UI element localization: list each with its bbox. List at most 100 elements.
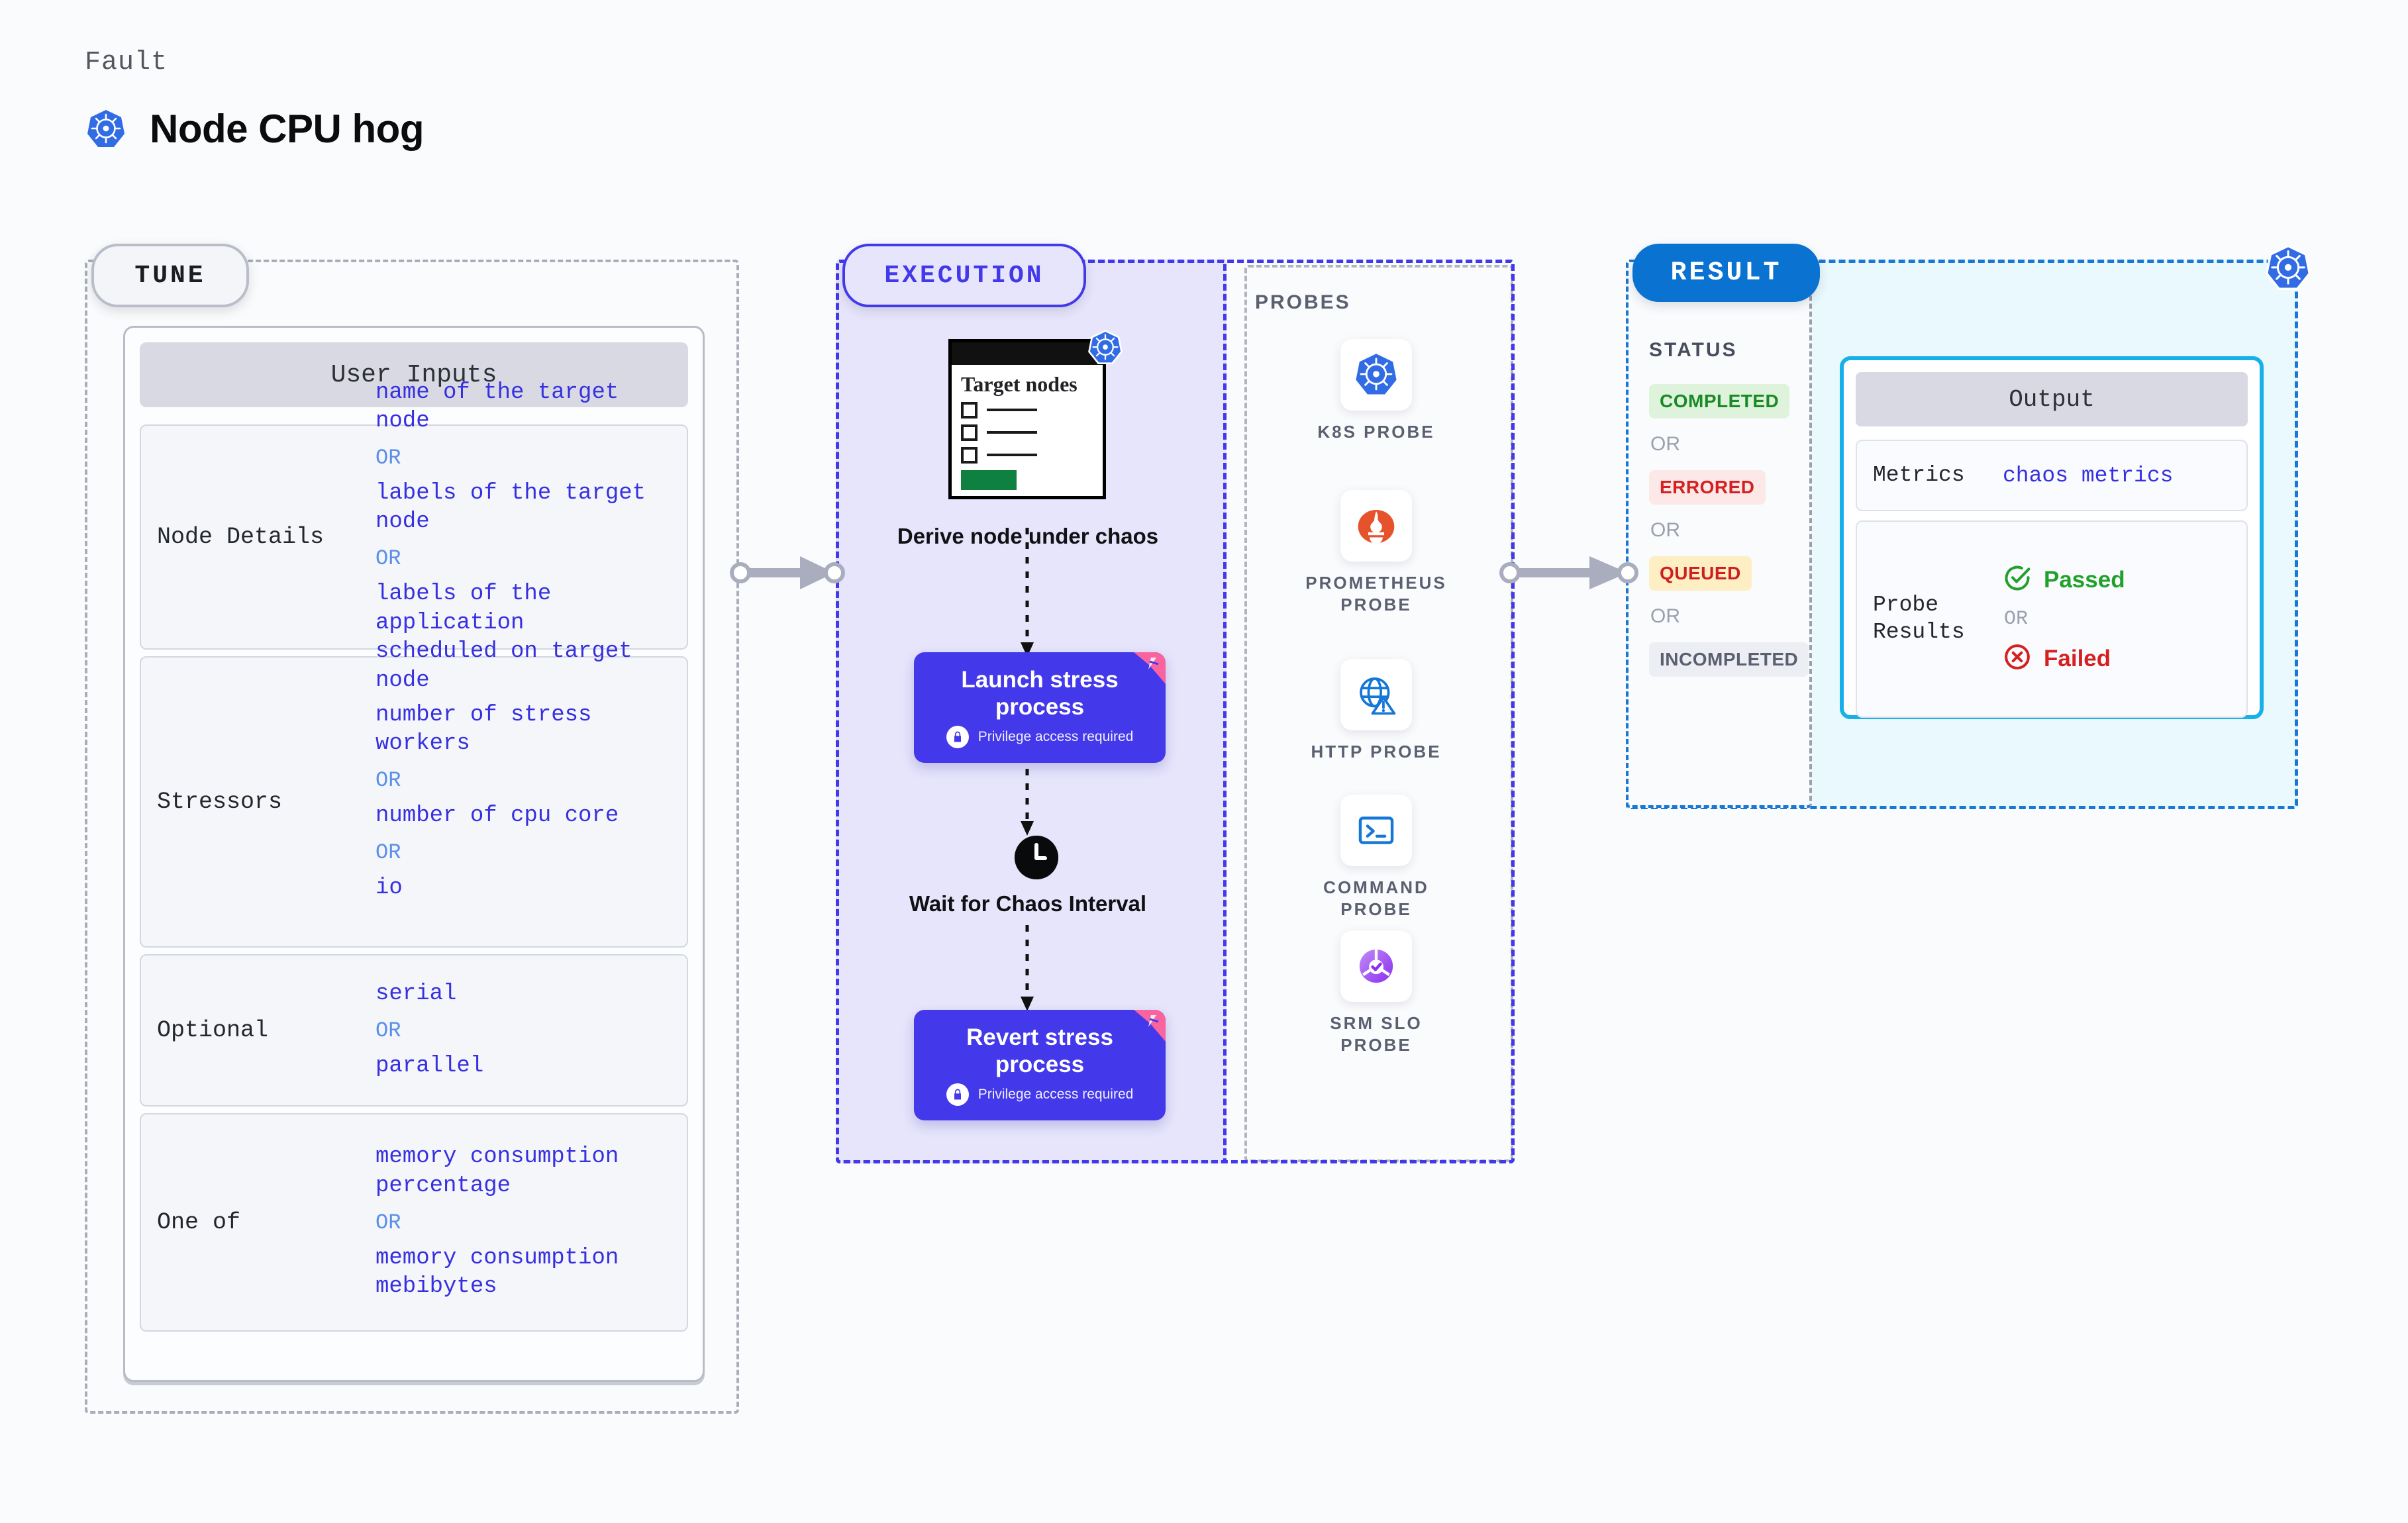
page-title: Node CPU hog bbox=[150, 107, 424, 151]
tune-row-label: Stressors bbox=[157, 789, 283, 815]
privilege-note: Privilege access required bbox=[978, 1087, 1134, 1103]
x-circle-icon bbox=[2003, 642, 2032, 675]
tune-panel bbox=[85, 260, 739, 1414]
check-circle-icon bbox=[2003, 564, 2032, 596]
status-title: STATUS bbox=[1649, 339, 1738, 361]
tune-row-value: memory consumption percentage bbox=[376, 1144, 619, 1199]
or-separator: OR bbox=[376, 840, 401, 865]
tune-row-node-details: Node Details name of the target node OR … bbox=[140, 380, 688, 693]
tune-row-value: name of the target node bbox=[376, 379, 619, 434]
result-pill[interactable]: RESULT bbox=[1632, 244, 1820, 302]
line-placeholder bbox=[987, 409, 1037, 412]
kubernetes-icon bbox=[1340, 339, 1412, 411]
tune-row-value: memory consumption mebibytes bbox=[376, 1245, 619, 1300]
probe-item-prometheus[interactable]: PROMETHEUS PROBE bbox=[1297, 490, 1456, 616]
clock-icon bbox=[1015, 836, 1058, 879]
status-badge-completed: COMPLETED bbox=[1649, 384, 1790, 418]
output-card: Output Metrics chaos metrics Probe Resul… bbox=[1840, 356, 2264, 719]
probe-item-http[interactable]: HTTP PROBE bbox=[1297, 659, 1456, 763]
tune-row-stressors: Stressors number of stress workers OR nu… bbox=[140, 656, 688, 948]
probe-label: PROMETHEUS PROBE bbox=[1305, 573, 1447, 615]
wait-for-chaos-caption: Wait for Chaos Interval bbox=[909, 891, 1147, 916]
checkbox-icon bbox=[961, 424, 978, 441]
or-separator: OR bbox=[376, 1018, 401, 1043]
srm-slo-icon bbox=[1340, 930, 1412, 1002]
probe-label: HTTP PROBE bbox=[1311, 742, 1442, 762]
tune-row-value: labels of the application scheduled on t… bbox=[376, 581, 632, 693]
kubernetes-icon bbox=[2264, 244, 2313, 296]
tune-row-label: Optional bbox=[157, 1017, 269, 1044]
failed-label: Failed bbox=[2044, 645, 2111, 671]
user-inputs-card: User Inputs Node Details name of the tar… bbox=[123, 326, 705, 1382]
card-titlebar bbox=[952, 342, 1103, 365]
probe-label: K8S PROBE bbox=[1317, 422, 1435, 442]
output-row-label: Probe Results bbox=[1873, 593, 1965, 644]
or-separator: OR bbox=[1650, 605, 1680, 627]
output-card-title: Output bbox=[1856, 372, 2248, 426]
launch-stress-process-card[interactable]: Launch stress process Privilege access r… bbox=[914, 652, 1166, 763]
privilege-note: Privilege access required bbox=[978, 729, 1134, 745]
checklist-item bbox=[961, 401, 1103, 418]
output-row-metrics: Metrics chaos metrics bbox=[1856, 440, 2248, 511]
probe-item-command[interactable]: COMMAND PROBE bbox=[1297, 795, 1456, 921]
status-badge-incompleted: INCOMPLETED bbox=[1649, 642, 1809, 677]
checklist-item bbox=[961, 446, 1103, 464]
derive-node-card: Target nodes bbox=[948, 339, 1106, 499]
revert-stress-process-card[interactable]: Revert stress process Privilege access r… bbox=[914, 1010, 1166, 1121]
probe-result-failed: Failed bbox=[2003, 642, 2231, 675]
result-status-panel bbox=[1626, 260, 1812, 808]
or-separator: OR bbox=[1650, 433, 1680, 455]
or-separator: OR bbox=[1650, 519, 1680, 541]
status-list: COMPLETED OR ERRORED OR QUEUED OR INCOMP… bbox=[1649, 384, 1809, 677]
probe-result-passed: Passed bbox=[2003, 564, 2231, 596]
chaos-metrics-link[interactable]: chaos metrics bbox=[2003, 463, 2174, 488]
tune-row-value: parallel bbox=[376, 1053, 484, 1079]
or-separator: OR bbox=[376, 445, 401, 470]
green-bar-indicator bbox=[961, 469, 1017, 490]
execution-pill[interactable]: EXECUTION bbox=[842, 244, 1086, 307]
fault-eyebrow-label: Fault bbox=[85, 48, 168, 77]
terminal-icon bbox=[1340, 795, 1412, 866]
kubernetes-icon bbox=[1087, 329, 1124, 369]
checkbox-icon bbox=[961, 401, 978, 418]
tune-row-label: One of bbox=[157, 1209, 241, 1236]
line-placeholder bbox=[987, 454, 1037, 457]
tune-row-value: number of stress workers bbox=[376, 702, 592, 757]
line-placeholder bbox=[987, 431, 1037, 434]
privilege-note-row: Privilege access required bbox=[914, 723, 1166, 763]
tune-pill[interactable]: TUNE bbox=[91, 244, 249, 307]
tune-row-value: serial bbox=[376, 981, 457, 1007]
probe-label: SRM SLO PROBE bbox=[1330, 1013, 1423, 1056]
checklist-item bbox=[961, 424, 1103, 441]
litmus-ribbon-icon bbox=[1134, 1010, 1166, 1042]
probe-item-srm-slo[interactable]: SRM SLO PROBE bbox=[1297, 930, 1456, 1057]
tune-row-optional: Optional serial OR parallel bbox=[140, 954, 688, 1106]
user-inputs-title: User Inputs bbox=[140, 342, 688, 407]
target-nodes-heading: Target nodes bbox=[961, 372, 1078, 396]
derive-node-caption: Derive node under chaos bbox=[897, 524, 1159, 548]
output-row-probe-results: Probe Results Passed OR bbox=[1856, 520, 2248, 718]
output-row-label: Metrics bbox=[1873, 462, 1965, 487]
globe-warning-icon bbox=[1340, 659, 1412, 730]
privilege-note-row: Privilege access required bbox=[914, 1081, 1166, 1120]
card-title: Launch stress process bbox=[961, 667, 1119, 720]
tune-row-value: labels of the target node bbox=[376, 480, 646, 535]
probe-item-k8s[interactable]: K8S PROBE bbox=[1297, 339, 1456, 443]
status-badge-errored: ERRORED bbox=[1649, 470, 1766, 505]
checkbox-icon bbox=[961, 446, 978, 464]
tune-row-label: Node Details bbox=[157, 524, 325, 550]
or-separator: OR bbox=[376, 768, 401, 793]
tune-row-value: io bbox=[376, 875, 403, 901]
connector-tune-to-execution bbox=[730, 556, 845, 589]
or-separator: OR bbox=[376, 1210, 401, 1235]
litmus-ribbon-icon bbox=[1134, 652, 1166, 684]
tune-row-one-of: One of memory consumption percentage OR … bbox=[140, 1113, 688, 1332]
or-separator: OR bbox=[376, 546, 401, 571]
lock-icon bbox=[946, 726, 969, 749]
status-badge-queued: QUEUED bbox=[1649, 556, 1752, 591]
card-title: Revert stress process bbox=[966, 1024, 1113, 1077]
tune-row-value: number of cpu core bbox=[376, 803, 619, 828]
connector-execution-to-result bbox=[1499, 556, 1638, 589]
or-separator: OR bbox=[2004, 608, 2029, 630]
lock-icon bbox=[946, 1083, 969, 1106]
